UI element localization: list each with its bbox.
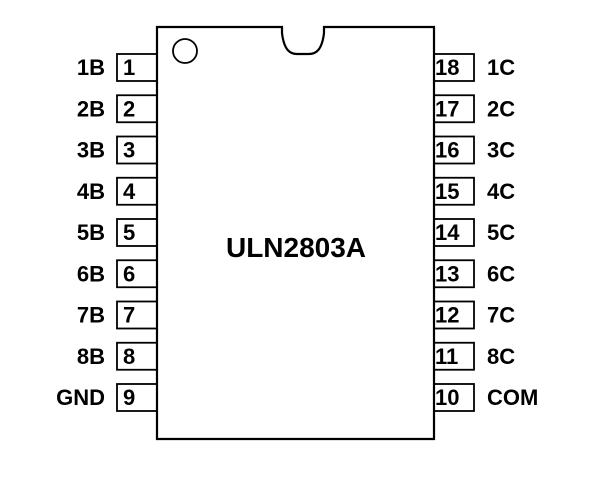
pin-16: 16 3C	[433, 135, 515, 165]
pin-box	[433, 218, 475, 247]
pin-9: 9 GND	[56, 383, 158, 412]
pin-label: 6C	[487, 261, 515, 286]
pin-box	[116, 218, 158, 247]
pin-label: 1C	[487, 55, 515, 80]
pin-label: 7C	[487, 303, 515, 328]
pin-box	[433, 135, 475, 165]
pin-label: 5C	[487, 220, 515, 245]
pin-number: 14	[435, 220, 460, 245]
pin-box	[116, 341, 158, 371]
pin-box	[116, 135, 158, 165]
pin-17: 17 2C	[433, 94, 515, 124]
part-number: ULN2803A	[226, 232, 366, 263]
pin-number: 15	[435, 179, 459, 204]
pin-number: 4	[123, 179, 136, 204]
pin-box	[433, 176, 475, 206]
pin-number: 6	[123, 261, 135, 286]
pin-5: 5 5B	[77, 218, 158, 247]
pin-4: 4 4B	[77, 176, 158, 206]
pin-number: 9	[123, 385, 135, 410]
chip-body	[155, 25, 436, 441]
pin-number: 3	[123, 138, 135, 163]
pin-box	[116, 53, 158, 82]
pin-label: COM	[487, 385, 538, 410]
pin-3: 3 3B	[77, 135, 158, 165]
pin-7: 7 7B	[77, 300, 158, 330]
pin-number: 11	[435, 344, 458, 369]
pin-label: 1B	[77, 55, 105, 80]
pin-label: 4C	[487, 179, 515, 204]
pin-1: 1 1B	[77, 53, 158, 82]
pin-label: 4B	[77, 179, 105, 204]
pin-box	[116, 94, 158, 124]
pin-label: 3C	[487, 138, 515, 163]
pin-label: 5B	[77, 220, 105, 245]
pin-label: 8C	[487, 344, 515, 369]
pin-box	[116, 300, 158, 330]
pin-label: 8B	[77, 344, 105, 369]
pin-number: 16	[435, 138, 459, 163]
pin-number: 7	[123, 303, 135, 328]
pin-12: 12 7C	[433, 300, 515, 330]
pin-number: 10	[435, 385, 459, 410]
pin-11: 11 8C	[433, 341, 515, 371]
pin-8: 8 8B	[77, 341, 158, 371]
pin-number: 1	[123, 55, 135, 80]
pin-label: 2B	[77, 96, 105, 121]
pin-13: 13 6C	[433, 259, 515, 289]
pin-6: 6 6B	[77, 259, 158, 289]
pin-number: 12	[435, 303, 459, 328]
pin-label: 6B	[77, 261, 105, 286]
pin-number: 13	[435, 261, 459, 286]
pin-number: 2	[123, 96, 135, 121]
pin-box	[433, 94, 475, 124]
pin-15: 15 4C	[433, 176, 515, 206]
pin-2: 2 2B	[77, 94, 158, 124]
pin-label: 7B	[77, 303, 105, 328]
left-pins: 1 1B 2 2B 3 3B 4 4B 5 5B 6 6B 7 7B 8 8B 9 GND	[56, 53, 158, 412]
pin-label: 3B	[77, 138, 105, 163]
pin-box	[116, 383, 158, 412]
pin-label: 2C	[487, 96, 515, 121]
pin-number: 17	[435, 96, 459, 121]
pin-14: 14 5C	[433, 218, 515, 247]
pin1-indicator-icon	[172, 38, 198, 64]
pin-label: GND	[56, 385, 105, 410]
pin-10: 10 COM	[433, 383, 538, 412]
right-pins: 18 1C 17 2C 16 3C 15 4C 14 5C 13 6C 12 7C 11 8C 10 COM	[433, 53, 538, 412]
pin-number: 8	[123, 344, 135, 369]
pin-number: 18	[435, 55, 459, 80]
pin-18: 18 1C	[433, 53, 515, 82]
pin-number: 5	[123, 220, 135, 245]
